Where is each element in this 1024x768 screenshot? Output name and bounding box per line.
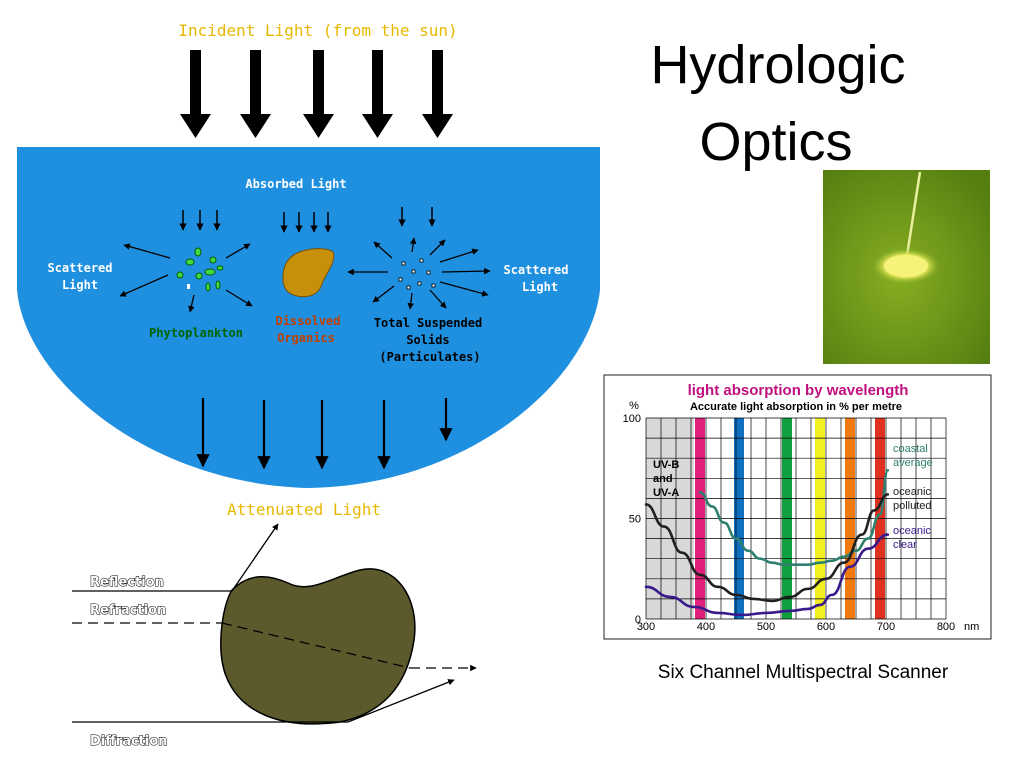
x-tick-label: 700 bbox=[877, 621, 895, 633]
uv-region-label-line3: UV-A bbox=[653, 487, 679, 499]
phytoplankton-label: Phytoplankton bbox=[149, 326, 243, 340]
tss-label-line2: Solids bbox=[406, 333, 449, 347]
chart-grid bbox=[645, 417, 947, 620]
x-tick-label: 300 bbox=[637, 621, 655, 633]
chart-subtitle: Accurate light absorption in % per metre bbox=[690, 401, 902, 413]
scattered-light-left-line2: Light bbox=[62, 278, 98, 292]
chart-series bbox=[644, 468, 890, 617]
series-label-polluted-line1: oceanic bbox=[893, 486, 931, 498]
tss-label-line3: (Particulates) bbox=[379, 350, 480, 364]
phytoplankton-cluster: Phytoplankton bbox=[119, 243, 253, 340]
chart-x-unit: nm bbox=[964, 621, 979, 633]
attenuated-light-arrows bbox=[196, 398, 453, 470]
slide-title-line1: Hydrologic bbox=[650, 35, 905, 95]
dissolved-organics-blob bbox=[282, 248, 335, 298]
series-label-clear-line1: oceanic bbox=[893, 525, 931, 537]
absorbed-arrows bbox=[179, 207, 436, 233]
incident-arrow bbox=[303, 50, 334, 138]
series-line bbox=[644, 493, 890, 603]
refraction-label: Refraction bbox=[90, 603, 166, 618]
uv-region-label-line1: UV-B bbox=[653, 459, 679, 471]
series-line bbox=[698, 468, 890, 567]
slide-title-line2: Optics bbox=[699, 112, 852, 172]
scattered-light-right-line2: Light bbox=[522, 280, 558, 294]
dissolved-organics-group: Dissolved Organics bbox=[275, 248, 341, 345]
series-line bbox=[644, 533, 890, 617]
incident-light-label: Incident Light (from the sun) bbox=[178, 21, 457, 40]
scattered-light-right-line1: Scattered bbox=[503, 263, 568, 277]
absorption-chart: light absorption by wavelength Accurate … bbox=[603, 374, 992, 640]
scanner-photo bbox=[823, 170, 990, 364]
series-label-coastal-line1: coastal bbox=[893, 443, 928, 455]
particle-light-diagram: Reflection Refraction Diffraction bbox=[72, 523, 477, 750]
y-tick-label: 100 bbox=[623, 413, 641, 425]
series-label-coastal-line2: average bbox=[893, 457, 933, 469]
series-label-clear-line2: clear bbox=[893, 539, 917, 551]
water-body bbox=[17, 147, 600, 488]
incident-light-arrows bbox=[180, 50, 453, 138]
chart-ticks: 300 400 500 600 700 800 0 50 100 bbox=[623, 413, 956, 633]
x-tick-label: 400 bbox=[697, 621, 715, 633]
uv-region-label-line2: and bbox=[653, 473, 673, 485]
series-label-polluted-line2: polluted bbox=[893, 500, 932, 512]
water-absorption-diagram: Incident Light (from the sun) Absorbed L… bbox=[17, 21, 600, 519]
chart-title: light absorption by wavelength bbox=[688, 382, 909, 399]
dissolved-organics-label-line2: Organics bbox=[277, 331, 335, 345]
scattered-light-left-line1: Scattered bbox=[47, 261, 112, 275]
x-tick-label: 500 bbox=[757, 621, 775, 633]
diffraction-label: Diffraction bbox=[90, 734, 168, 749]
dissolved-organics-label-line1: Dissolved bbox=[275, 314, 340, 328]
chart-y-unit: % bbox=[629, 400, 639, 412]
x-tick-label: 600 bbox=[817, 621, 835, 633]
y-tick-label: 50 bbox=[629, 514, 641, 526]
tss-label-line1: Total Suspended bbox=[374, 316, 482, 330]
suspended-solids-cluster: Total Suspended Solids (Particulates) bbox=[347, 237, 491, 364]
y-tick-label: 0 bbox=[635, 614, 641, 626]
incident-arrow bbox=[422, 50, 453, 138]
incident-arrow bbox=[180, 50, 211, 138]
absorbed-light-label: Absorbed Light bbox=[245, 177, 346, 191]
scanner-caption: Six Channel Multispectral Scanner bbox=[658, 662, 949, 683]
incident-arrow bbox=[362, 50, 393, 138]
attenuated-light-label: Attenuated Light bbox=[227, 500, 381, 519]
incident-arrow bbox=[240, 50, 271, 138]
x-tick-label: 800 bbox=[937, 621, 955, 633]
reflection-label: Reflection bbox=[90, 575, 164, 590]
